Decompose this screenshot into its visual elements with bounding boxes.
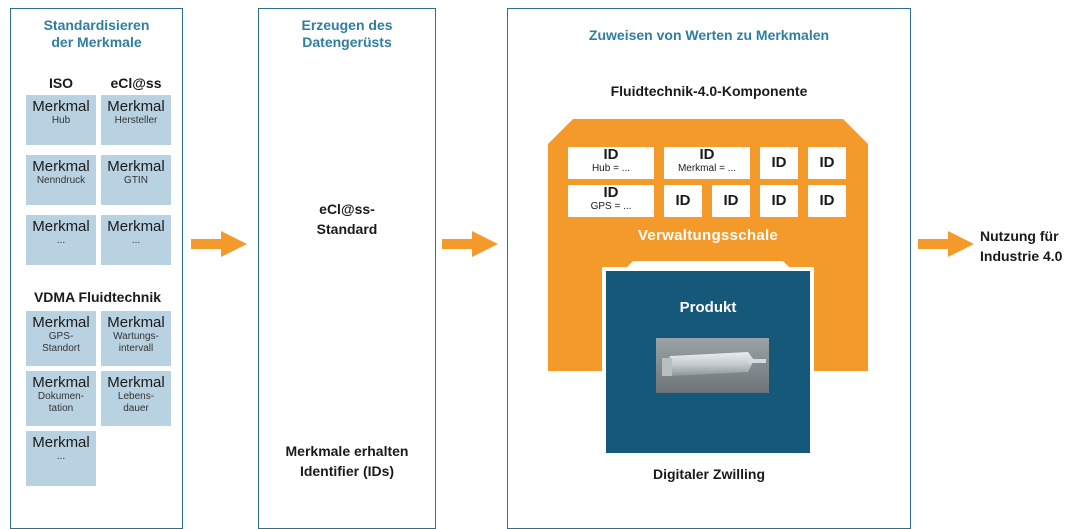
id-box-1: ID <box>760 147 798 179</box>
merkmal-eclass-more: Merkmal ... <box>101 215 171 265</box>
id-box-gps: ID GPS = ... <box>568 185 654 217</box>
produkt-block: Produkt <box>602 267 814 457</box>
merkmal-nenndruck: Merkmal Nenndruck <box>26 155 96 205</box>
id-box-merkmal: ID Merkmal = ... <box>664 147 750 179</box>
panel3-title: Zuweisen von Werten zu Merkmalen <box>588 27 830 43</box>
id-box-hub: ID Hub = ... <box>568 147 654 179</box>
arrow-right-3 <box>918 231 974 257</box>
merkmal-iso-more: Merkmal ... <box>26 215 96 265</box>
verwaltungsschale-shape <box>548 119 868 371</box>
id-box-3: ID <box>664 185 702 217</box>
merkmal-wartungsintervall: Merkmal Wartungs- intervall <box>101 311 171 366</box>
panel1-title: Standardisieren der Merkmale <box>43 17 150 50</box>
eclass-label: eCl@ss <box>110 75 162 91</box>
merkmal-dokumentation: Merkmal Dokumen- tation <box>26 371 96 426</box>
id-box-5: ID <box>760 185 798 217</box>
nutzung-label: Nutzung für Industrie 4.0 <box>980 228 1063 264</box>
id-box-6: ID <box>808 185 846 217</box>
id-box-2: ID <box>808 147 846 179</box>
merkmal-gtin: Merkmal GTIN <box>101 155 171 205</box>
digitaler-zwilling-label: Digitaler Zwilling <box>652 466 765 482</box>
merkmal-hub: Merkmal Hub <box>26 95 96 145</box>
panel-standardisieren: Standardisieren der Merkmale ISO eCl@ss … <box>10 8 183 529</box>
merkmal-gps-standort: Merkmal GPS- Standort <box>26 311 96 366</box>
cylinder-image <box>656 338 769 393</box>
arrow-right-2 <box>442 231 498 257</box>
merkmal-hersteller: Merkmal Hersteller <box>101 95 171 145</box>
iso-label: ISO <box>48 75 74 91</box>
arrow-right-1 <box>191 231 247 257</box>
merkmal-vdma-more: Merkmal ... <box>26 431 96 486</box>
vdma-label: VDMA Fluidtechnik <box>33 289 162 305</box>
component-label: Fluidtechnik-4.0-Komponente <box>610 83 808 99</box>
merkmal-lebensdauer: Merkmal Lebens- dauer <box>101 371 171 426</box>
id-box-4: ID <box>712 185 750 217</box>
eclass-standard-label: eCl@ss- Standard <box>316 201 378 237</box>
panel2-title: Erzeugen des Datengerüsts <box>301 17 393 50</box>
identifier-label: Merkmale erhalten Identifier (IDs) <box>285 443 409 479</box>
panel-zuweisen: Zuweisen von Werten zu Merkmalen Fluidte… <box>507 8 911 529</box>
panel-datengeruest: Erzeugen des Datengerüsts eCl@ss- Standa… <box>258 8 436 529</box>
produkt-label: Produkt <box>679 299 737 316</box>
verwaltungsschale-label: Verwaltungsschale <box>637 227 779 244</box>
